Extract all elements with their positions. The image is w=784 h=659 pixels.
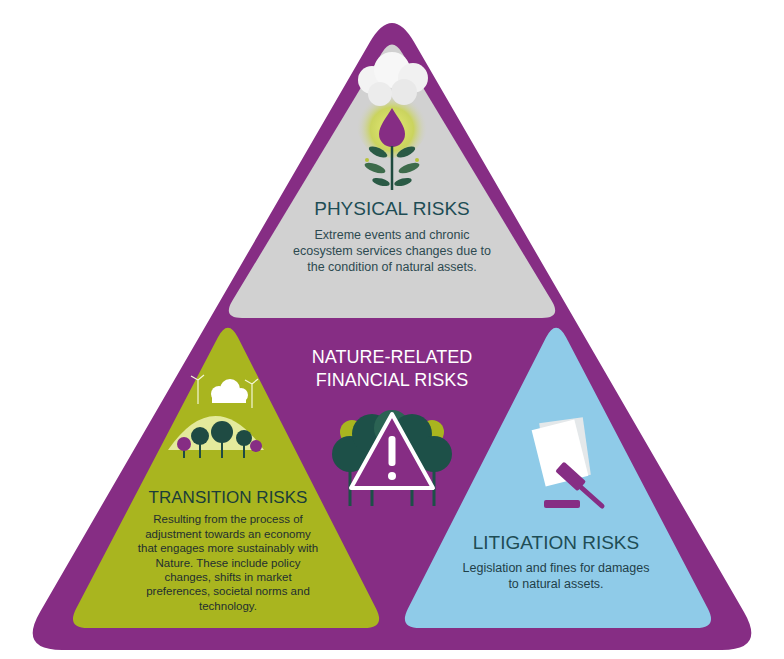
risk-description: Legislation and fines for damages to nat… xyxy=(456,560,656,593)
smoke-cloud xyxy=(391,79,417,105)
warning-triangle xyxy=(351,414,433,488)
text-stack: NATURE-RELATED FINANCIAL RISKS xyxy=(0,346,784,391)
exclamation-mark xyxy=(389,436,396,466)
risk-heading: LITIGATION RISKS xyxy=(456,532,657,555)
triangle-fill xyxy=(405,328,711,628)
exclamation-dot xyxy=(388,472,396,480)
physical-risk-triangle: PHYSICAL RISKS Extreme events and chronic… xyxy=(222,36,562,318)
center-title: NATURE-RELATED FINANCIAL RISKS xyxy=(292,346,492,391)
plant-stem xyxy=(391,146,394,190)
tree xyxy=(177,437,191,451)
plant-bud xyxy=(365,158,369,162)
triangle-shape xyxy=(222,36,562,318)
risk-heading: PHYSICAL RISKS xyxy=(304,198,479,221)
triangle-fill xyxy=(229,45,555,318)
tree xyxy=(250,440,262,452)
cloud xyxy=(212,395,246,403)
triangle-fill xyxy=(33,23,752,650)
risk-heading: TRANSITION RISKS xyxy=(148,488,307,508)
gavel-base xyxy=(544,500,580,508)
tree xyxy=(211,421,233,443)
text-stack: LITIGATION RISKS Legislation and fines fo… xyxy=(398,532,718,592)
triangle-fill xyxy=(73,328,379,628)
tree xyxy=(191,427,209,445)
risk-description: Resulting from the process of adjustment… xyxy=(136,512,321,613)
text-stack: PHYSICAL RISKS Extreme events and chronic… xyxy=(222,198,562,276)
risk-description: Extreme events and chronic ecosystem ser… xyxy=(292,227,492,276)
purple-drop xyxy=(379,108,405,147)
smoke-cloud xyxy=(368,82,392,106)
tree xyxy=(236,430,252,446)
text-stack: TRANSITION RISKS Resulting from the proce… xyxy=(66,488,386,613)
plant-bud xyxy=(415,158,419,162)
